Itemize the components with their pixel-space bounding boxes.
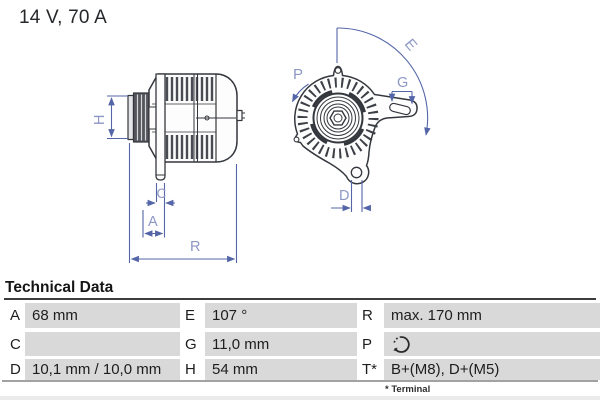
hub-ring-3	[320, 100, 356, 136]
dim-p-label: P	[293, 66, 303, 83]
dim-r-extension-lines	[128, 143, 238, 263]
side-view-drawing: H C A R	[92, 73, 245, 263]
spec-key-t: T*	[357, 359, 389, 380]
left-tab-hole	[293, 136, 300, 143]
shaft-boss	[148, 106, 157, 130]
dim-e-arc	[336, 27, 431, 136]
spec-value-e: 107 °	[205, 303, 362, 328]
dim-g-label: G	[397, 75, 408, 91]
spec-value-t: B+(M8), D+(M5)	[384, 359, 600, 380]
dim-a-label: A	[148, 214, 158, 230]
hub-ring-4	[323, 103, 353, 133]
front-view-drawing: P E G D	[292, 27, 431, 212]
spec-key-r: R	[357, 303, 389, 328]
top-tab-hole	[334, 67, 342, 74]
terminal-stud-lines	[242, 112, 245, 119]
spec-value-g: 11,0 mm	[205, 332, 362, 356]
table-row: D 10,1 mm / 10,0 mm H 54 mm T* B+(M8), D…	[0, 359, 600, 380]
hub-ring-2	[316, 96, 360, 140]
dim-h-label: H	[92, 115, 108, 125]
pulley-grooves	[136, 94, 150, 141]
voltage-amperage-title: 14 V, 70 A	[19, 7, 107, 28]
spec-key-h: H	[180, 359, 210, 380]
dim-d-label: D	[339, 188, 349, 204]
dim-c-label: C	[157, 186, 167, 201]
spec-value-h: 54 mm	[205, 359, 362, 380]
shaft-nut-hex	[329, 110, 347, 126]
rotation-clockwise-icon	[393, 336, 410, 353]
title-underline	[4, 298, 596, 300]
dim-e-label: E	[401, 36, 420, 55]
dim-a-extension-lines	[142, 183, 166, 238]
technical-data-title: Technical Data	[5, 279, 114, 296]
center-detail	[204, 115, 210, 121]
dim-r-label: R	[190, 239, 200, 255]
dim-d-extension-lines	[350, 180, 363, 212]
table-bottom-separator	[2, 380, 598, 382]
terminal-footnote: * Terminal	[385, 384, 431, 395]
spec-key-p: P	[357, 332, 389, 356]
spec-value-r: max. 170 mm	[384, 303, 600, 328]
pulley-flange	[127, 94, 135, 141]
spec-value-c	[25, 332, 185, 356]
spec-value-d: 10,1 mm / 10,0 mm	[25, 359, 185, 380]
hub-ring-5	[326, 106, 350, 130]
spec-key-d: D	[5, 359, 30, 380]
shaft-center	[333, 113, 343, 123]
arm-slot	[389, 102, 411, 116]
side-view-dimensions	[107, 95, 238, 263]
mounting-lug	[155, 73, 166, 181]
vent-slots-ring	[297, 77, 379, 159]
bottom-edge-bar	[0, 396, 600, 400]
terminal-stud	[236, 109, 243, 122]
table-row: A 68 mm E 107 ° R max. 170 mm	[0, 303, 600, 328]
table-row: C G 11,0 mm P	[0, 332, 600, 356]
alternator-technical-drawing: H C A R	[92, 27, 431, 263]
mounting-bore	[350, 166, 363, 179]
spec-value-p	[384, 332, 600, 356]
spec-value-a: 68 mm	[25, 303, 185, 328]
dim-h-extension-lines	[107, 95, 128, 140]
front-view-dimensions	[292, 27, 431, 212]
dim-p-rotation-arrow	[292, 83, 309, 103]
